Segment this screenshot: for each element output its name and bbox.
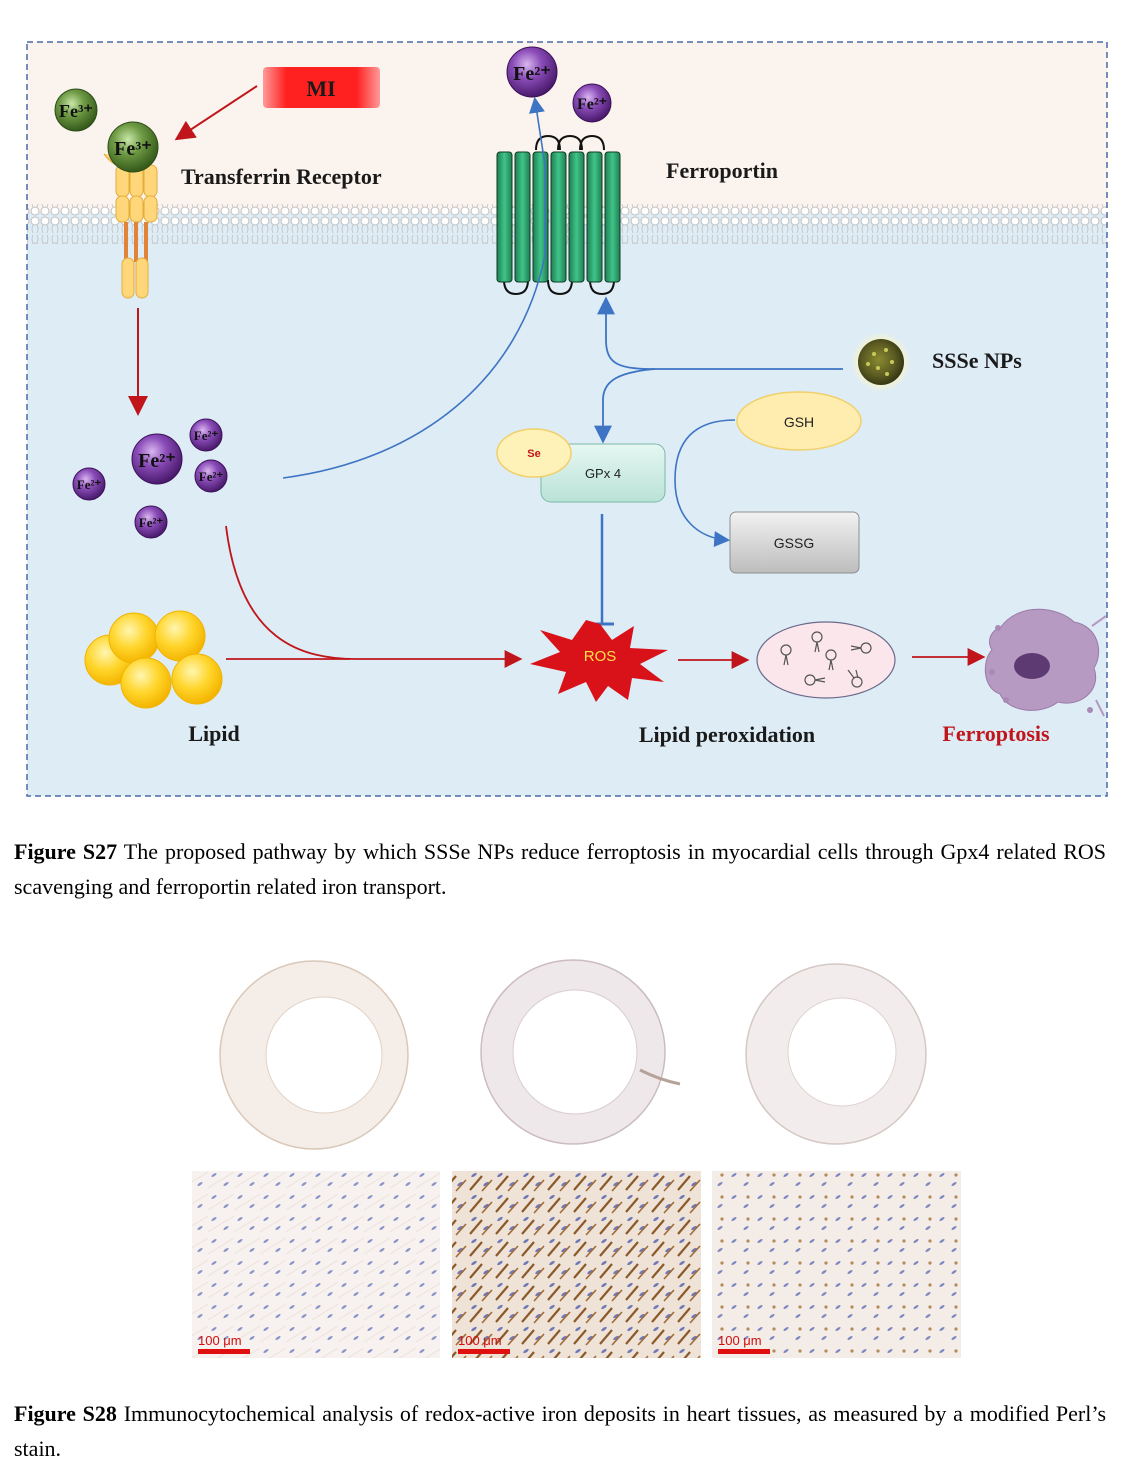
se-label: Se (527, 448, 540, 460)
figure-s28-caption: Figure S28 Immunocytochemical analysis o… (14, 1396, 1106, 1466)
fe3-ion-bound: Fe³⁺ (107, 121, 159, 173)
ssse-nps-label: SSSe NPs (932, 348, 1022, 373)
mi-box (263, 67, 380, 108)
scale-bar: 100 μm (198, 1333, 250, 1354)
se-node (496, 428, 572, 478)
iron-export-arrow (282, 96, 546, 479)
fe2-ion: Fe²⁺ (72, 467, 106, 501)
ros-label: ROS (584, 648, 617, 665)
figure-s28-caption-label: Figure S28 (14, 1401, 117, 1426)
scale-bar: 100 μm (458, 1333, 510, 1354)
ferroptosis-label: Ferroptosis (942, 721, 1050, 746)
transferrin-receptor (103, 153, 158, 299)
fe3-ion: Fe³⁺ (54, 88, 98, 132)
extracellular-space (27, 42, 1107, 212)
gsh-to-gssg-arrow (674, 419, 736, 548)
figure-s27-caption-label: Figure S27 (14, 839, 118, 864)
svg-text:Fe²⁺: Fe²⁺ (194, 428, 219, 443)
fe2-ion-exported: Fe²⁺ (572, 83, 612, 123)
svg-text:Fe²⁺: Fe²⁺ (577, 96, 607, 113)
lipid-peroxidation-label: Lipid peroxidation (639, 722, 815, 747)
heart-section-ssse (745, 963, 927, 1145)
ferroptotic-cell (984, 608, 1107, 717)
lipid-peroxidation-vesicle (756, 621, 896, 699)
svg-text:Fe²⁺: Fe²⁺ (199, 469, 224, 484)
figure-s27-caption: Figure S27 The proposed pathway by which… (14, 834, 1106, 904)
scalebar-panel-2: 100 μm (452, 1171, 701, 1358)
tissue-panel-ssse (712, 1171, 961, 1358)
svg-text:Fe²⁺: Fe²⁺ (513, 63, 551, 85)
figure-s27-caption-text: The proposed pathway by which SSSe NPs r… (14, 839, 1107, 899)
transferrin-receptor-label: Transferrin Receptor (181, 164, 382, 189)
figure-s28-panels (192, 959, 961, 1358)
ferroportin-label: Ferroportin (666, 158, 778, 183)
diagram-border (26, 41, 1108, 797)
svg-text:Fe²⁺: Fe²⁺ (77, 477, 102, 492)
svg-text:Fe²⁺: Fe²⁺ (139, 515, 164, 530)
svg-text:Fe²⁺: Fe²⁺ (138, 450, 176, 472)
fe2-ion: Fe²⁺ (189, 418, 223, 452)
gpx4-label: GPx 4 (585, 466, 621, 481)
scale-bar: 100 μm (718, 1333, 770, 1354)
gssg-label: GSSG (774, 535, 814, 551)
svg-text:Fe³⁺: Fe³⁺ (59, 101, 93, 121)
fe2-ion-exported: Fe²⁺ (506, 46, 558, 98)
ssse-nanoparticle (851, 332, 911, 392)
tissue-panel-control (192, 1171, 440, 1358)
fe2-ion: Fe²⁺ (194, 459, 228, 493)
fe2-ion: Fe²⁺ (131, 433, 183, 485)
scalebar-panel-1: 100 μm (192, 1171, 440, 1358)
pathway-diagram: MI Transferrin Receptor Fe³⁺ Fe³⁺ (26, 41, 1108, 797)
ros-burst (530, 620, 668, 702)
cell-membrane (27, 204, 1107, 244)
lipid-label: Lipid (188, 721, 239, 746)
nps-to-gpx4-arrow (594, 368, 656, 444)
scalebar-panel-3: 100 μm (712, 1171, 961, 1358)
mi-label: MI (306, 76, 335, 101)
gsh-label: GSH (784, 414, 814, 430)
svg-text:Fe³⁺: Fe³⁺ (114, 138, 152, 160)
ferroportin-protein (496, 134, 621, 296)
cytoplasm (27, 212, 1107, 796)
tissue-panel-mi (452, 1171, 701, 1358)
figure-s28-caption-text: Immunocytochemical analysis of redox-act… (14, 1401, 1107, 1461)
mi-to-receptor-arrow (174, 85, 258, 141)
heart-section-mi (480, 959, 681, 1145)
heart-section-control (219, 960, 409, 1150)
lipid-cluster (84, 610, 223, 709)
fe2-ion: Fe²⁺ (134, 505, 168, 539)
gsh-node (736, 391, 862, 451)
